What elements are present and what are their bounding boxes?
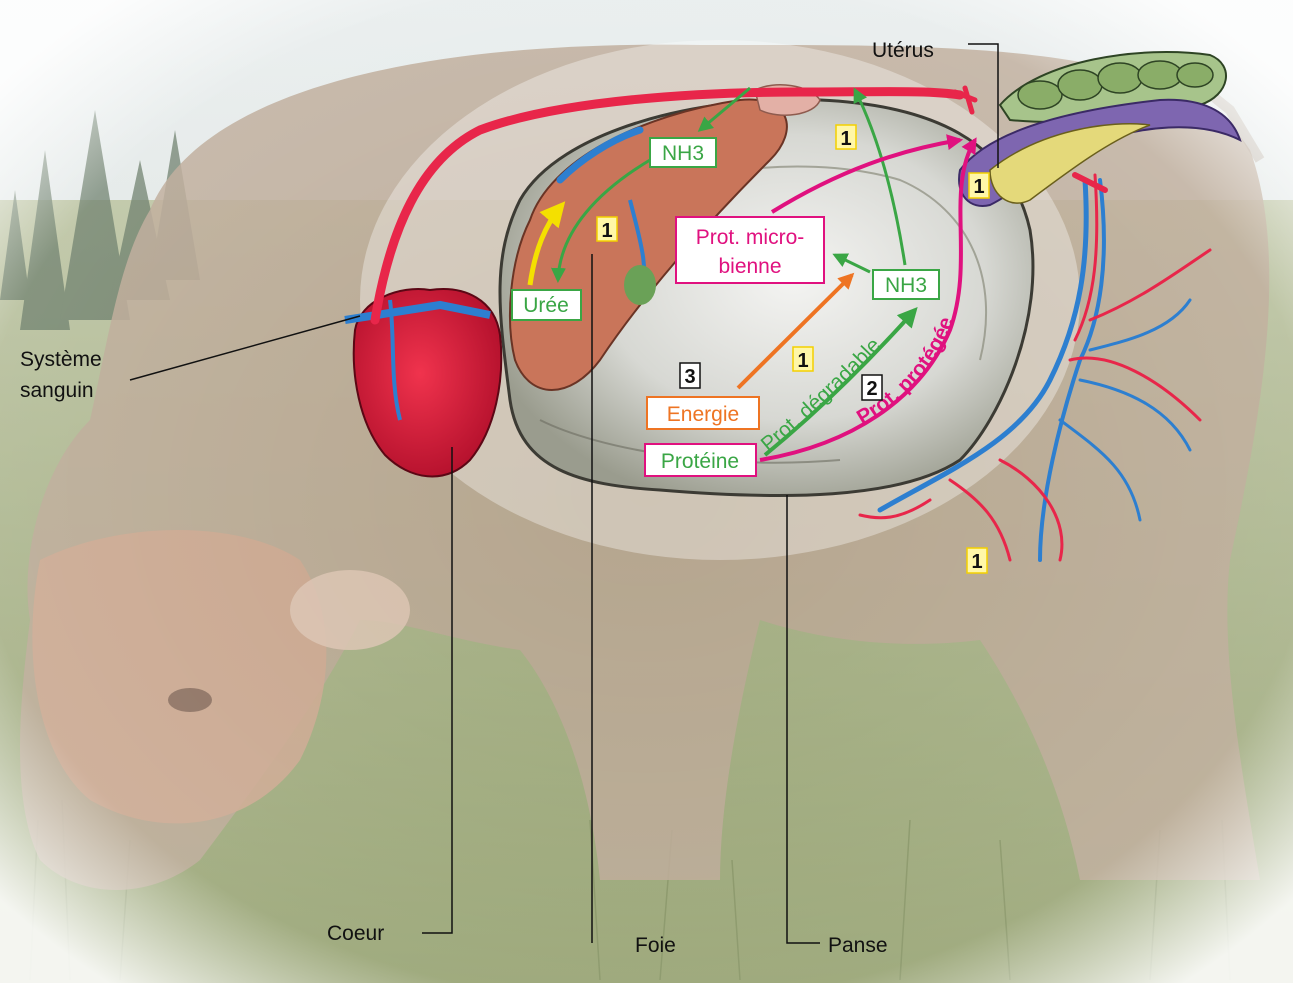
marker-1-udder-text: 1 [971, 551, 982, 573]
marker-1-uterus: 1 [969, 173, 989, 198]
marker-2: 2 [862, 375, 882, 400]
prot-micro-text-line2: bienne [718, 255, 781, 278]
systeme-label-line2: sanguin [20, 379, 94, 402]
prot-micro-text-line1: Prot. micro- [696, 226, 805, 249]
coeur-label: Coeur [327, 922, 384, 945]
energie-box: Energie [647, 397, 759, 429]
panse-label: Panse [828, 934, 888, 957]
marker-1-rumen-center: 1 [793, 347, 813, 372]
uree-text: Urée [523, 294, 569, 317]
foie-label: Foie [635, 934, 676, 957]
marker-1-uterus-text: 1 [973, 176, 984, 198]
marker-3: 3 [680, 363, 700, 388]
systeme-label-line1: Système [20, 348, 102, 371]
nh3-liver-text: NH3 [662, 142, 704, 165]
proteine-text: Protéine [661, 450, 739, 473]
marker-1-udder: 1 [967, 548, 987, 573]
marker-1-rumen-top-text: 1 [840, 128, 851, 150]
uree-box: Urée [512, 290, 581, 320]
marker-1-liver-text: 1 [601, 220, 612, 242]
nh3-liver-box: NH3 [650, 138, 716, 167]
energie-text: Energie [667, 403, 739, 426]
proteine-box: Protéine [645, 444, 756, 476]
nh3-rumen-box: NH3 [873, 270, 939, 299]
uterus-label: Utérus [872, 39, 934, 62]
marker-1-liver: 1 [597, 217, 617, 242]
marker-2-text: 2 [866, 378, 877, 400]
marker-1-rumen-center-text: 1 [797, 350, 808, 372]
nh3-rumen-text: NH3 [885, 274, 927, 297]
marker-3-text: 3 [684, 366, 695, 388]
marker-1-rumen-top: 1 [836, 125, 856, 150]
prot-micro-box: Prot. micro- bienne [676, 217, 824, 283]
